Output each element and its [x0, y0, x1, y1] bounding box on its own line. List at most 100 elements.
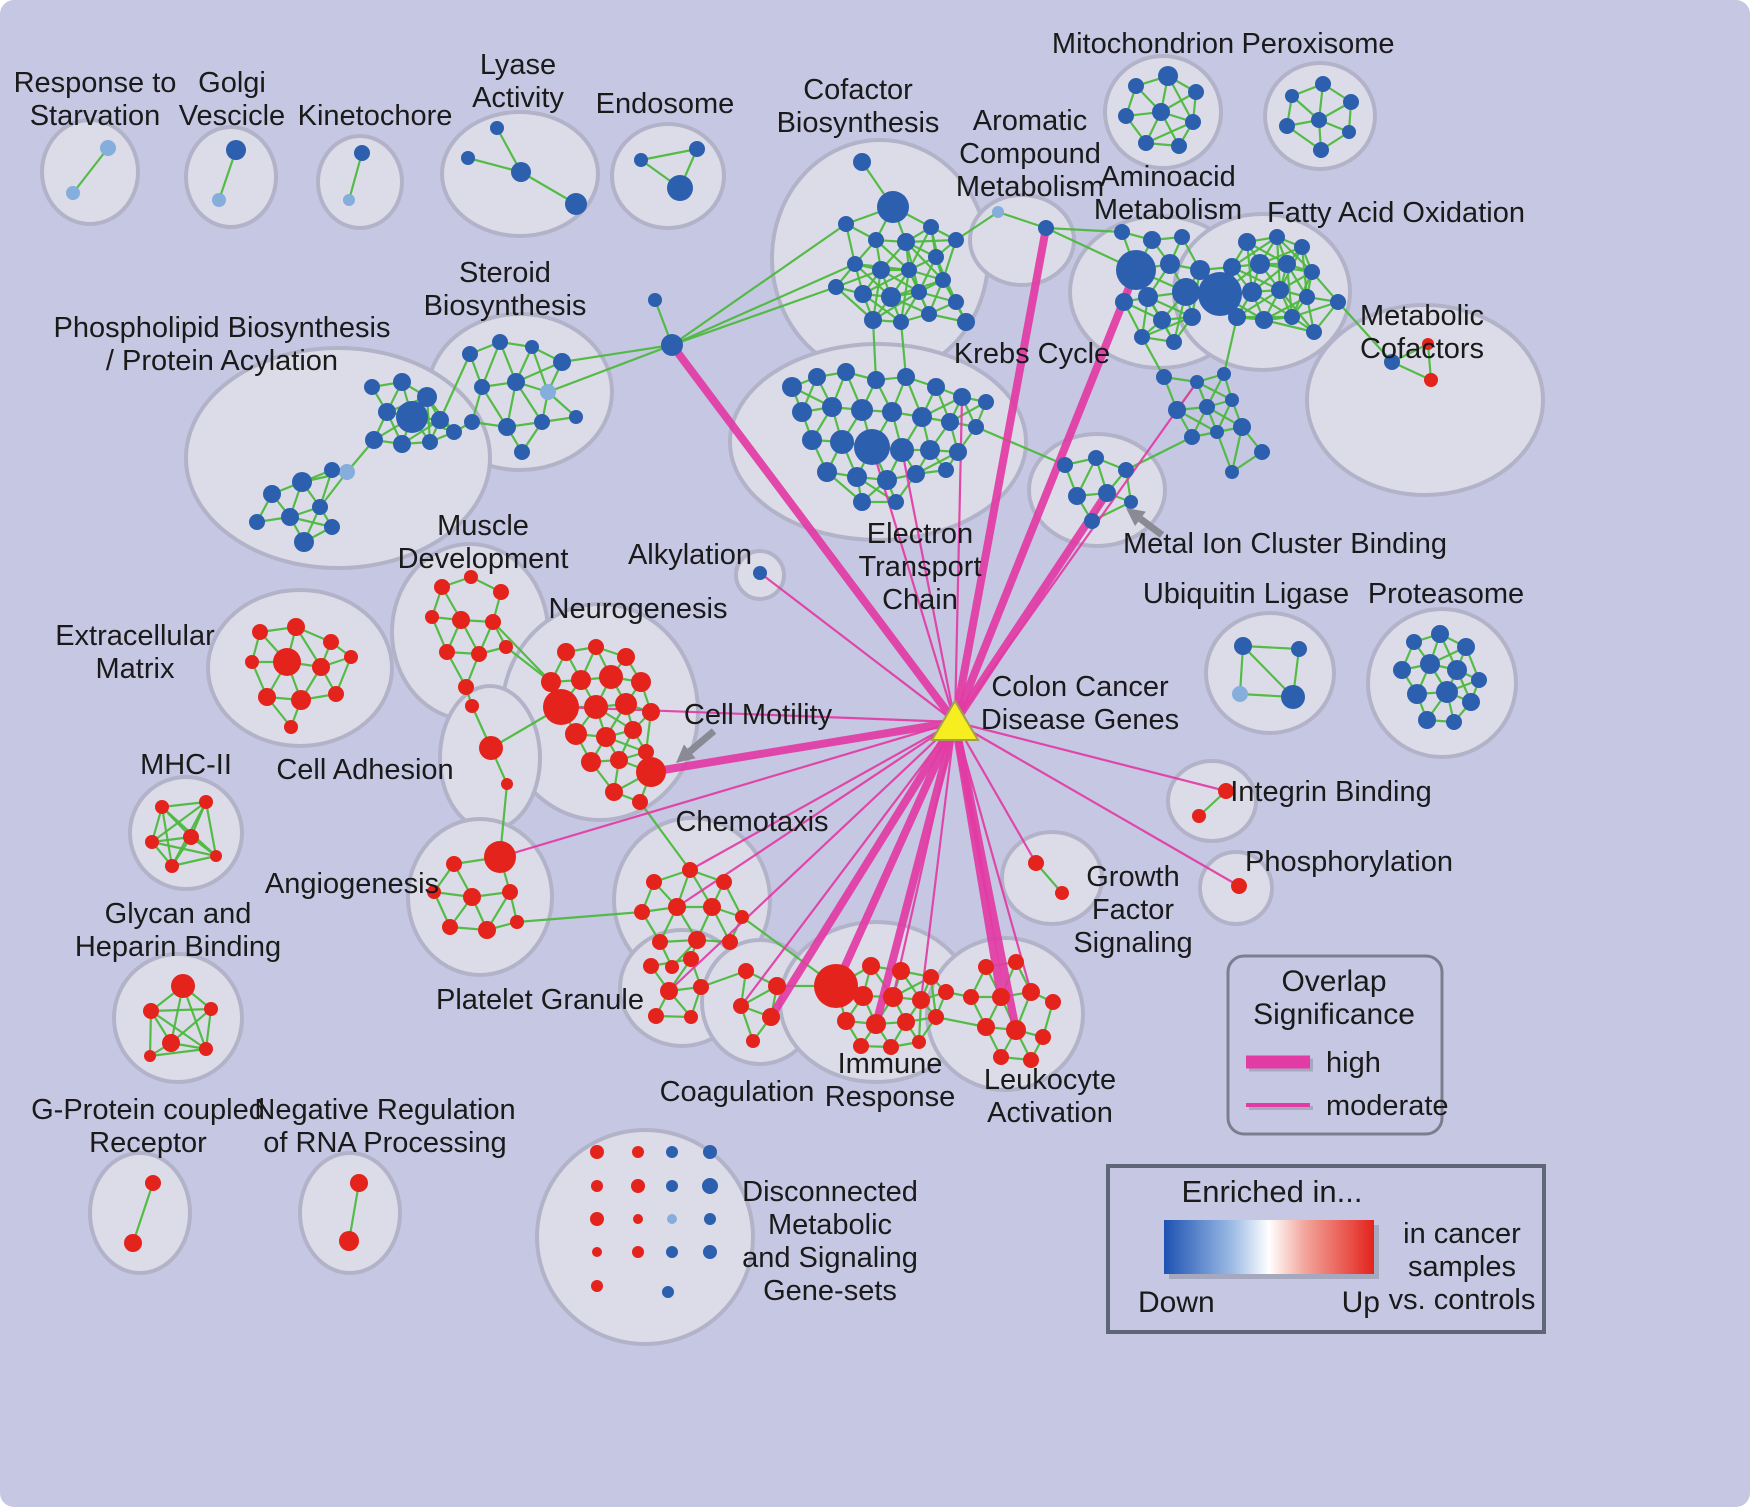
inter-cluster-edge	[975, 425, 1066, 467]
gene-set-node	[854, 429, 890, 465]
gene-set-node	[425, 610, 439, 624]
gene-set-node	[828, 279, 844, 295]
annotation-arrowhead	[676, 744, 696, 763]
gene-set-node	[1057, 457, 1073, 473]
gene-set-node	[1238, 233, 1256, 251]
gene-set-node	[837, 1012, 855, 1030]
gene-set-node	[452, 611, 470, 629]
gene-set-node	[704, 1213, 716, 1225]
gene-set-node	[632, 1146, 644, 1158]
gene-set-node	[1098, 484, 1116, 502]
cluster-ellipse-endosome	[610, 122, 726, 230]
gene-set-edge	[131, 1182, 155, 1244]
gene-set-node	[682, 862, 698, 878]
gene-set-edge	[72, 147, 109, 194]
legend-label-high: high	[1326, 1047, 1381, 1079]
gene-set-node	[339, 1231, 359, 1251]
gene-set-edge	[161, 800, 207, 809]
gene-set-node	[662, 1286, 674, 1298]
gene-set-node	[284, 720, 298, 734]
gene-set-node	[992, 988, 1010, 1006]
gene-set-node	[847, 256, 863, 272]
cluster-ellipse-leukocyte-activation	[925, 936, 1085, 1092]
cluster-label-cell-adhesion: Cell Adhesion	[276, 754, 453, 786]
inter-cluster-edge	[1222, 316, 1239, 375]
gene-set-node	[992, 206, 1004, 218]
cluster-label-ubiquitin-ligase: Ubiquitin Ligase	[1143, 578, 1349, 610]
gene-set-node	[442, 919, 458, 935]
gene-set-node	[782, 377, 802, 397]
gene-set-node	[1424, 373, 1438, 387]
gene-set-node	[617, 648, 635, 666]
gene-set-edge	[171, 854, 217, 868]
gene-set-node	[323, 634, 339, 650]
overlap-edge-moderate	[953, 721, 1033, 993]
gene-set-node	[245, 655, 259, 669]
gene-set-node	[1118, 108, 1134, 124]
gene-set-node	[847, 467, 867, 487]
gene-set-node	[921, 306, 937, 322]
gene-set-node	[1199, 399, 1215, 415]
gene-set-node	[1315, 76, 1331, 92]
overlap-edge-high	[951, 721, 1020, 1031]
gene-set-node	[703, 1245, 717, 1259]
gene-set-edge	[160, 806, 174, 867]
legend-bar-moderate	[1246, 1103, 1310, 1107]
cluster-ellipse-kinetochore	[316, 134, 404, 230]
gene-set-node	[928, 1009, 944, 1025]
cluster-label-peroxisome: Peroxisome	[1241, 28, 1394, 60]
gene-set-node	[534, 414, 550, 430]
enriched-in-title: Enriched in...	[1182, 1174, 1363, 1209]
gene-set-node	[1306, 324, 1322, 340]
gene-set-node	[897, 368, 915, 386]
gene-set-edge	[997, 210, 1047, 230]
gene-set-node	[1171, 138, 1187, 154]
gene-set-node	[599, 665, 623, 689]
gene-set-node	[648, 1008, 664, 1024]
gene-set-node	[592, 1247, 602, 1257]
gene-set-node	[683, 951, 699, 967]
gene-set-node	[292, 472, 312, 492]
cluster-ellipse-aromatic-compound-metabolism	[968, 193, 1076, 287]
gene-set-node	[643, 958, 659, 974]
gene-set-node	[557, 643, 575, 661]
gene-set-node	[393, 373, 411, 391]
gene-set-node	[66, 186, 80, 200]
gene-set-node	[1088, 450, 1104, 466]
cluster-label-mitochondrion: Mitochondrion	[1052, 28, 1234, 60]
gene-set-node	[199, 1042, 213, 1056]
gene-set-node	[165, 859, 179, 873]
gene-set-node	[464, 570, 478, 584]
gene-set-node	[968, 419, 984, 435]
gene-set-node	[716, 874, 732, 890]
gene-set-edge	[1231, 236, 1278, 268]
gene-set-node	[901, 262, 917, 278]
gene-set-node	[1217, 367, 1231, 381]
gene-set-node	[897, 233, 915, 251]
overlap-edge-moderate	[740, 721, 956, 1007]
gene-set-node	[1115, 293, 1133, 311]
gene-set-node	[1008, 954, 1024, 970]
gene-set-node	[830, 430, 854, 454]
gene-set-node	[897, 1013, 915, 1031]
gene-set-node	[365, 431, 383, 449]
gene-set-node	[877, 470, 897, 490]
overlap-edge-high	[951, 490, 1111, 725]
inter-cluster-edge	[492, 621, 552, 683]
gene-set-node	[1160, 254, 1180, 274]
overlap-edge-moderate	[954, 720, 1227, 793]
gene-set-node	[648, 293, 662, 307]
gene-set-node	[1153, 311, 1171, 329]
gene-set-node	[478, 921, 496, 939]
gene-set-node	[1269, 229, 1285, 245]
gene-set-edge	[149, 1047, 207, 1058]
gene-set-node	[1299, 289, 1315, 305]
gene-set-node	[1190, 375, 1204, 389]
gene-set-node	[291, 690, 311, 710]
gene-set-node	[1422, 338, 1434, 350]
